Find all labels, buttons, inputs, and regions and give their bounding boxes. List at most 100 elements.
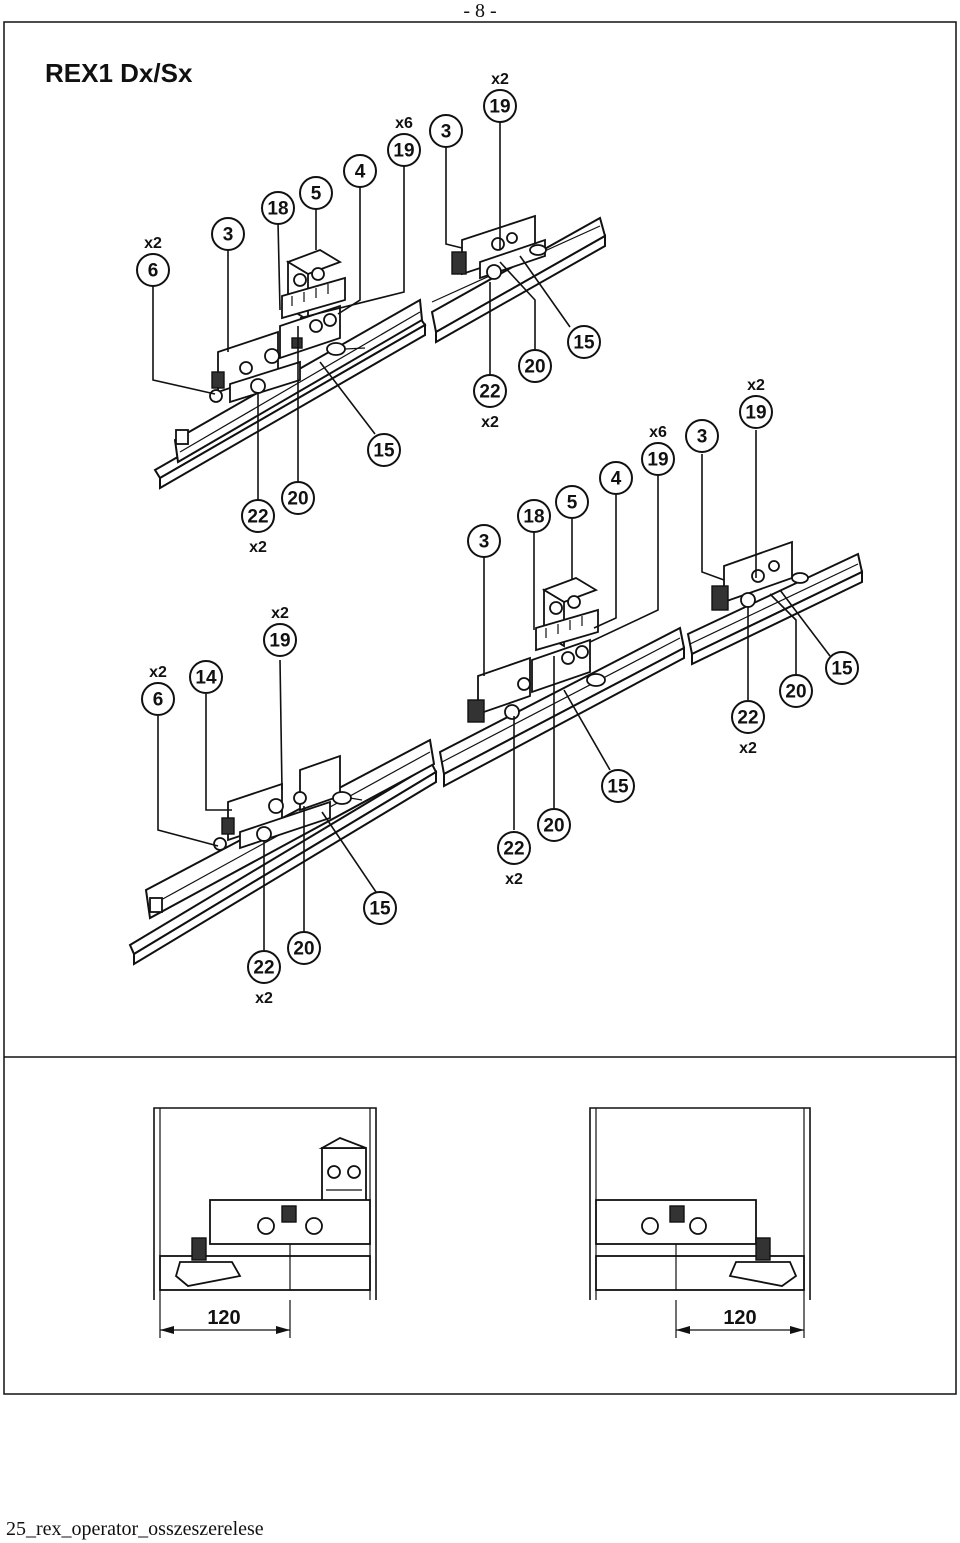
callout-label: 18: [267, 199, 288, 220]
section-view-left: [153, 1107, 377, 1300]
callout-b19: 22 x2: [247, 950, 281, 1007]
callout-quantity: x2: [505, 871, 523, 888]
leader-lines: [152, 122, 831, 950]
callout-label: 5: [311, 184, 322, 205]
callout-circle: [537, 808, 571, 842]
callout-a14: 22 x2: [241, 499, 275, 556]
callout-circle: [601, 769, 635, 803]
callout-b3: 5: [555, 485, 589, 519]
upper-left-carriage: [209, 330, 366, 404]
page-number: - 8 -: [463, 0, 497, 22]
upper-center-bracket: [279, 249, 346, 360]
callout-quantity: x2: [249, 539, 267, 556]
callout-a7: 3: [429, 114, 463, 148]
callout-label: 20: [293, 939, 314, 960]
callout-label: 20: [543, 816, 564, 837]
callout-b13: 14: [189, 660, 223, 694]
lower-left-carriage: [213, 754, 363, 851]
callout-circle: [281, 481, 315, 515]
callout-quantity: x2: [739, 740, 757, 757]
callout-b1: 3: [467, 524, 501, 558]
callout-b6: 3: [685, 419, 719, 453]
callout-circle: [211, 217, 245, 251]
callout-label: 15: [369, 899, 391, 920]
callout-b12: 6x2: [141, 664, 175, 716]
lower-rail: [128, 552, 864, 966]
callout-circle: [641, 442, 675, 476]
callout-label: 3: [479, 532, 490, 553]
callout-label: 15: [831, 659, 853, 680]
callout-circle: [685, 419, 719, 453]
callout-label: 19: [393, 141, 414, 162]
lower-center-carriage: [467, 577, 606, 723]
callout-a12: 15: [367, 433, 401, 467]
dimension-left: 120: [159, 1300, 291, 1338]
callout-a8: 19 x2: [483, 71, 517, 123]
callout-circle: [731, 700, 765, 734]
callout-circle: [263, 623, 297, 657]
callout-circle: [141, 682, 175, 716]
callout-quantity: x2: [149, 664, 167, 681]
figure-frame: [3, 21, 957, 1395]
callout-label: 15: [607, 777, 629, 798]
callout-circle: [287, 931, 321, 965]
callout-circle: [483, 89, 517, 123]
callout-label: 14: [195, 668, 217, 689]
callout-quantity: x2: [481, 414, 499, 431]
dimension-label-left: 120: [207, 1307, 240, 1329]
callout-label: 18: [523, 507, 544, 528]
callout-label: 19: [489, 97, 510, 118]
callout-label: 6: [148, 261, 159, 282]
callout-label: 22: [247, 507, 268, 528]
section-view-right: [589, 1107, 811, 1300]
callout-label: 22: [253, 958, 274, 979]
callout-b17: 15: [363, 891, 397, 925]
callout-b15: 20: [537, 808, 571, 842]
callout-circle: [136, 253, 170, 287]
callout-quantity: x6: [395, 115, 413, 132]
callout-label: 3: [697, 427, 708, 448]
callout-b18: 20: [287, 931, 321, 965]
callout-circle: [367, 433, 401, 467]
callout-circle: [429, 114, 463, 148]
callout-b14: 15: [601, 769, 635, 803]
callout-label: 20: [287, 489, 308, 510]
callout-quantity: x2: [144, 235, 162, 252]
callout-label: 5: [567, 493, 578, 514]
callout-quantity: x2: [255, 990, 273, 1007]
callout-quantity: x2: [271, 605, 289, 622]
callout-circle: [189, 660, 223, 694]
callout-circle: [825, 651, 859, 685]
callout-label: 19: [745, 403, 766, 424]
callout-a13: 20: [281, 481, 315, 515]
callout-label: 4: [611, 469, 622, 490]
callout-circle: [567, 325, 601, 359]
callout-b4: 4: [599, 461, 633, 495]
callout-a9: 15: [567, 325, 601, 359]
callout-quantity: x2: [491, 71, 509, 88]
callout-label: 3: [441, 122, 452, 143]
callout-a3: 18: [261, 191, 295, 225]
callout-circle: [518, 349, 552, 383]
callout-circle: [497, 831, 531, 865]
dimension-label-right: 120: [723, 1307, 756, 1329]
callout-circle: [739, 395, 773, 429]
callout-a1: 6 x2: [136, 235, 170, 287]
callout-b8: 15: [825, 651, 859, 685]
callout-circle: [473, 374, 507, 408]
callout-circle: [343, 154, 377, 188]
callout-label: 15: [573, 333, 595, 354]
callout-label: 15: [373, 441, 395, 462]
figure-title: REX1 Dx/Sx: [45, 58, 193, 88]
callout-circle: [247, 950, 281, 984]
lower-right-carriage: [711, 540, 809, 611]
callout-a4: 5: [299, 176, 333, 210]
callout-circle: [387, 133, 421, 167]
callout-circle: [299, 176, 333, 210]
